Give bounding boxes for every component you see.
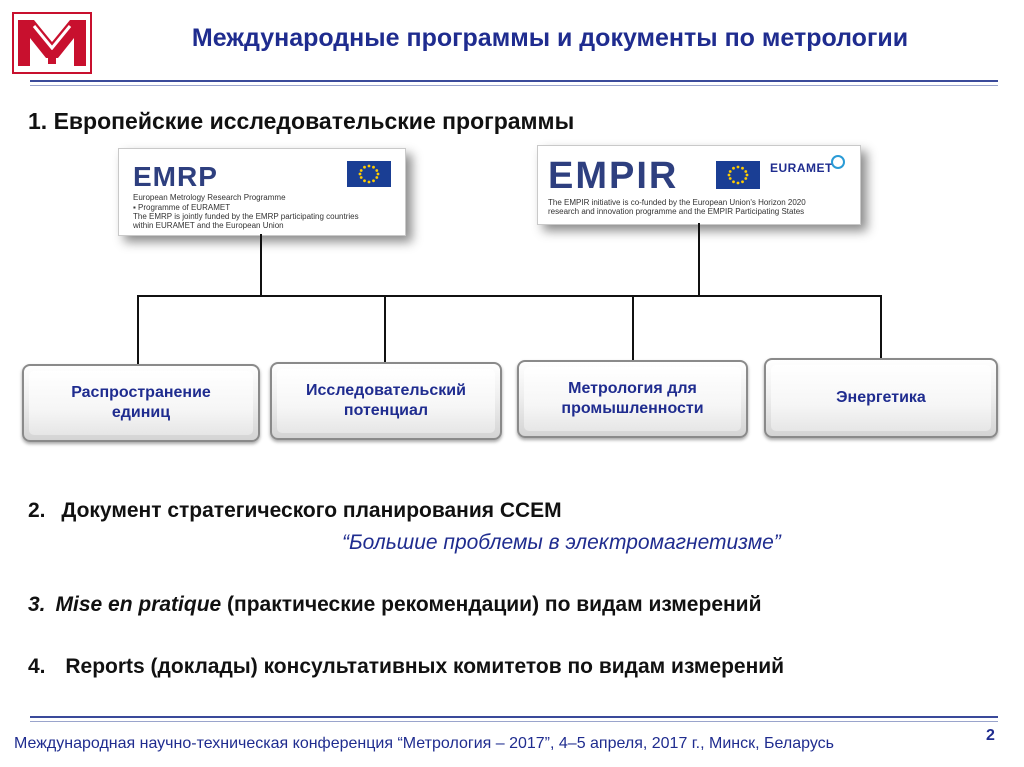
connector-empir-down [698,223,700,296]
program-description-2: within EURAMET and the European Union [133,221,284,230]
program-description: The EMRP is jointly funded by the EMRP p… [133,212,359,221]
empir-program-card: EMPIR EURAMET The EMPIR initiative is co… [537,145,861,225]
program-subtitle-2: ▪ Programme of EURAMET [133,203,231,212]
logo-icon [12,12,92,74]
program-name: EMRP [133,161,218,192]
program-name: EMPIR [548,155,679,197]
header-divider-thin [30,85,998,86]
connector-drop-3 [632,295,634,360]
program-description-2: research and innovation programme and th… [548,207,805,216]
category-label: Распространение [71,384,211,401]
list-item-3: 3. Mise en pratique (практические рекомен… [28,593,762,617]
item-text: (практические рекомендации) по видам изм… [221,593,762,616]
euramet-logo-icon [831,155,845,169]
category-units-dissemination: Распространение единиц [22,364,260,442]
connector-emrp-down [260,234,262,296]
category-label: Энергетика [836,389,926,406]
item-text: Документ стратегического планирования CC… [61,499,562,522]
page-number: 2 [986,727,995,744]
program-subtitle: European Metrology Research Programme [133,193,286,202]
category-label: Метрология для [568,380,697,397]
connector-horizontal [137,295,882,297]
item-number: 4. [28,655,46,678]
item-text: Reports (доклады) консультативных комите… [65,655,785,678]
list-item-2: 2. Документ стратегического планирования… [28,499,562,523]
connector-drop-1 [137,295,139,364]
category-label-2: единиц [111,404,171,421]
category-label-2: промышленности [561,400,704,417]
item-number: 2. [28,499,46,522]
footer-divider-thin [30,721,998,722]
category-energy: Энергетика [764,358,998,438]
emrp-program-card: EMRP European Metrology Research Program… [118,148,406,236]
category-research-potential: Исследовательский потенциал [270,362,502,440]
item-italic-term: Mise en pratique [55,593,222,616]
page-title: Международные программы и документы по м… [191,24,909,52]
footer-divider [30,716,998,718]
connector-drop-2 [384,295,386,362]
section-heading: 1. Европейские исследовательские програм… [28,108,575,134]
connector-drop-4 [880,295,882,358]
category-label-2: потенциал [343,402,429,419]
program-description: The EMPIR initiative is co-funded by the… [548,198,806,207]
eu-flag-icon [347,161,391,187]
category-label: Исследовательский [306,382,466,399]
footer-text: Международная научно-техническая конфере… [14,735,834,752]
item-number: 3. [28,593,46,616]
list-item-4: 4. Reports (доклады) консультативных ком… [28,655,784,679]
eu-flag-icon [716,161,760,189]
euramet-logo-text: EURAMET [770,161,833,175]
category-industry-metrology: Метрология для промышленности [517,360,748,438]
item-2-quote: “Большие проблемы в электромагнетизме” [342,531,781,554]
header-divider [30,80,998,82]
